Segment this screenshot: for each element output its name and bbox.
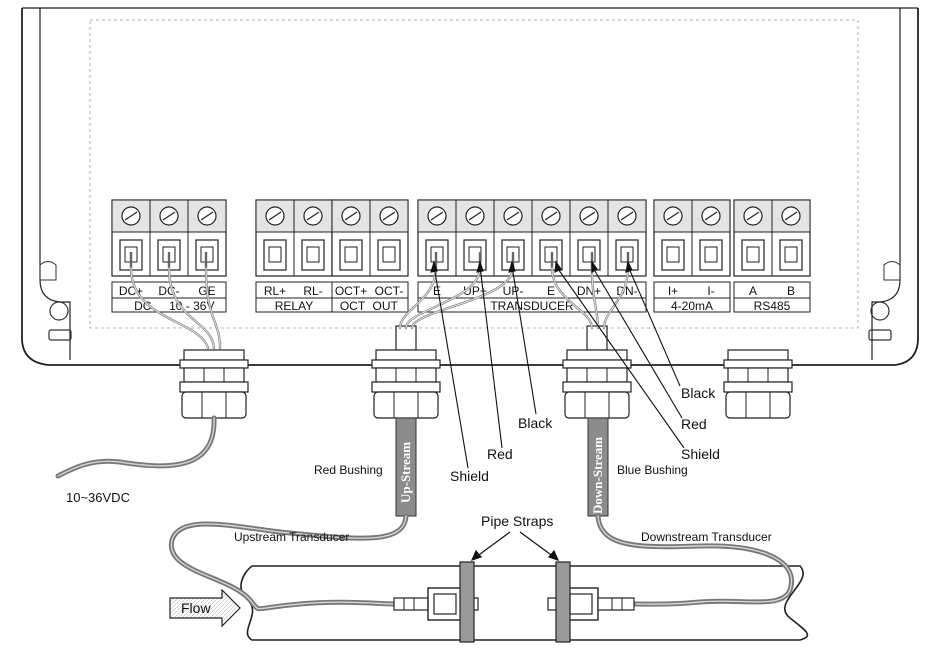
gland-spare	[723, 349, 793, 419]
terminal-caption-box	[331, 281, 409, 313]
flow-arrow	[169, 588, 241, 628]
terminal-group-oct: OCT+ OCT- OCT OUT	[331, 199, 409, 313]
transducer-cables	[168, 513, 794, 612]
pipe-straps-label: Pipe Straps	[481, 513, 553, 529]
enclosure	[21, 7, 919, 366]
pipe-straps-callout	[470, 531, 560, 561]
terminal-caption: RELAY	[275, 299, 313, 313]
terminal-label: I+	[668, 284, 678, 298]
terminal-caption: TRANSDUCER	[490, 299, 574, 313]
terminal-label: DC-	[158, 284, 179, 298]
downstream-red-label: Red	[681, 416, 707, 432]
downstream-shield-label: Shield	[681, 446, 720, 462]
terminal-label: DC+	[119, 284, 143, 298]
terminal-label: E	[433, 284, 441, 298]
wire-leader-lines	[430, 260, 685, 469]
terminal-caption-box	[653, 281, 731, 313]
terminal-caption-left: OCT	[340, 299, 366, 313]
terminal-caption-right: 10 - 36V	[169, 299, 214, 313]
terminal-label: I-	[707, 284, 714, 298]
power-cable	[55, 415, 217, 479]
terminal-caption-box	[733, 281, 811, 313]
up-stream-label: Up-Stream	[398, 442, 413, 503]
cable-glands	[179, 325, 793, 419]
gland-downstream	[562, 325, 632, 419]
internal-wires	[129, 266, 630, 350]
terminal-label: UP-	[503, 284, 524, 298]
terminal-caption-box	[417, 281, 647, 313]
terminal-label: DN+	[577, 284, 601, 298]
downstream-black-label: Black	[681, 385, 716, 401]
terminal-label: OCT+	[335, 284, 367, 298]
terminal-group-current: I+ I-4-20mA	[653, 199, 731, 313]
gland-upstream	[371, 325, 441, 419]
gland-power	[179, 349, 249, 419]
terminal-label: E	[547, 284, 555, 298]
pipe-straps	[459, 561, 571, 643]
terminal-label: OCT-	[375, 284, 404, 298]
blue-bushing-label: Blue Bushing	[617, 463, 688, 477]
terminal-label: A	[749, 284, 757, 298]
terminal-label: RL-	[303, 284, 322, 298]
red-bushing-label: Red Bushing	[314, 463, 383, 477]
terminal-caption-right: OUT	[373, 299, 399, 313]
downstream-transducer-label: Downstream Transducer	[641, 530, 772, 544]
terminal-label: B	[787, 284, 795, 298]
terminal-caption: 4-20mA	[671, 299, 713, 313]
upstream-shield-label: Shield	[450, 468, 489, 484]
upstream-black-label: Black	[518, 415, 553, 431]
flow-label: Flow	[181, 600, 211, 616]
terminal-label: RL+	[264, 284, 286, 298]
down-stream-label: Down-Stream	[590, 437, 605, 514]
wire-labels: Shield Red Black Black Red Shield	[450, 385, 720, 484]
upstream-red-label: Red	[487, 446, 513, 462]
terminal-caption: RS485	[754, 299, 791, 313]
upstream-transducer-label: Upstream Transducer	[234, 530, 349, 544]
power-supply-label: 10~36VDC	[66, 490, 130, 505]
terminal-group-relay: RL+ RL-RELAY	[255, 199, 333, 313]
